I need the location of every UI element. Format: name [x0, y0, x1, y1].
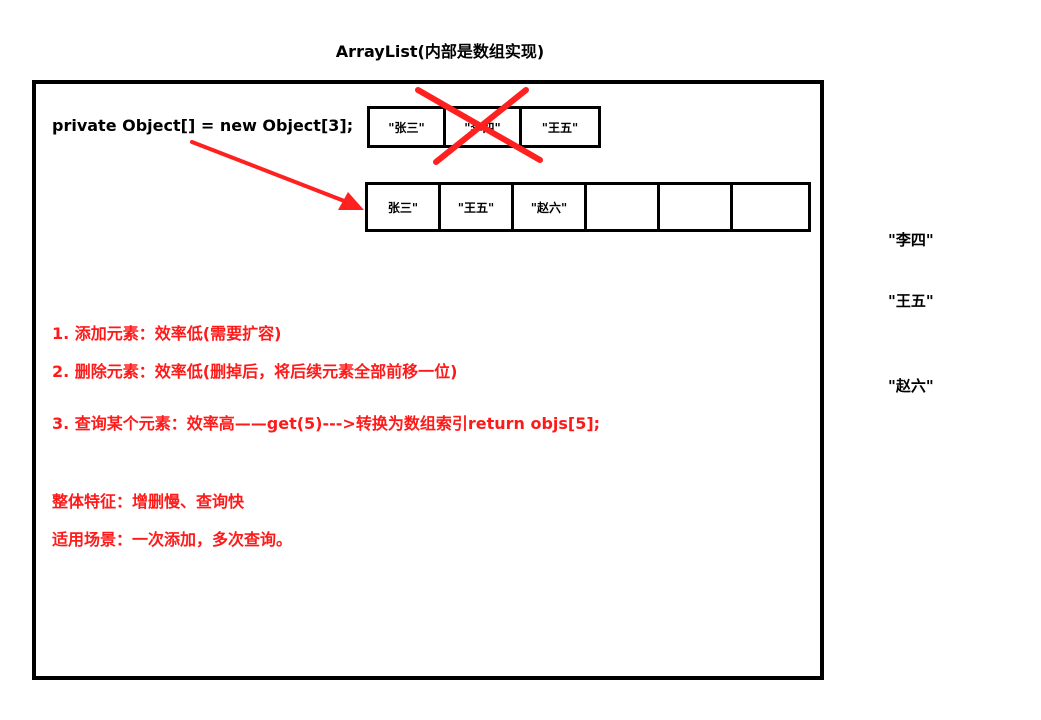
old-array-cell: "李四" [446, 109, 522, 145]
diagram-frame [32, 80, 824, 680]
new-array-cell [733, 185, 806, 229]
new-array: 张三" "王五" "赵六" [365, 182, 811, 232]
note-delete: 2. 删除元素：效率低(删掉后，将后续元素全部前移一位) [52, 362, 458, 381]
new-array-cell [587, 185, 660, 229]
old-array-cell: "王五" [541, 120, 579, 135]
new-array-cell [660, 185, 733, 229]
side-value: "王五" [888, 292, 934, 310]
diagram-title: ArrayList(内部是数组实现) [335, 42, 545, 61]
note-query: 3. 查询某个元素：效率高——get(5)--->转换为数组索引return o… [52, 414, 601, 433]
old-array: "张三" "李四" "王五" [367, 106, 601, 148]
old-array-cell: "张三" [370, 109, 446, 145]
note-add: 1. 添加元素：效率低(需要扩容) [52, 324, 282, 343]
new-array-cell: 张三" [368, 185, 441, 229]
note-scenario: 适用场景：一次添加，多次查询。 [52, 530, 293, 549]
new-array-cell: "赵六" [514, 185, 587, 229]
new-array-cell: "王五" [441, 185, 514, 229]
side-value: "李四" [888, 231, 934, 249]
side-value: "赵六" [888, 377, 934, 395]
code-line: private Object[] = new Object[3]; [52, 116, 354, 135]
note-summary: 整体特征：增删慢、查询快 [52, 492, 245, 511]
